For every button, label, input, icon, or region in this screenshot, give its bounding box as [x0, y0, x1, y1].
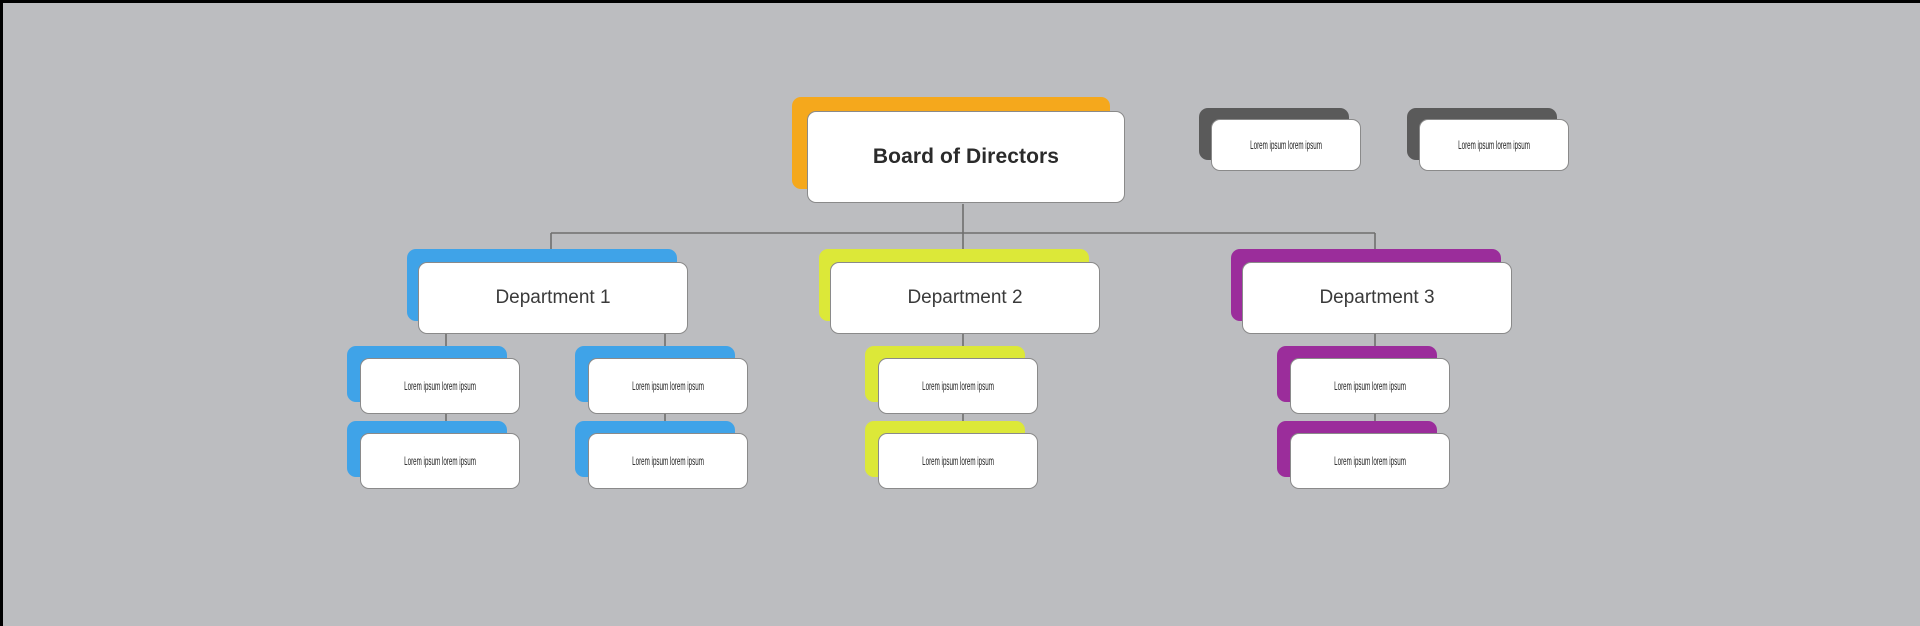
node-department-2-child-2[interactable]: Lorem ipsum lorem ipsum: [865, 421, 1038, 489]
node-card[interactable]: Department 1: [418, 262, 688, 334]
node-department-1-child-3[interactable]: Lorem ipsum lorem ipsum: [575, 346, 748, 414]
node-label: Lorem ipsum lorem ipsum: [922, 379, 994, 393]
node-floating-2[interactable]: Lorem ipsum lorem ipsum: [1407, 108, 1569, 171]
node-department-1-child-4[interactable]: Lorem ipsum lorem ipsum: [575, 421, 748, 489]
node-label: Lorem ipsum lorem ipsum: [632, 379, 704, 393]
node-card[interactable]: Lorem ipsum lorem ipsum: [1419, 119, 1569, 171]
node-label: Department 3: [1319, 287, 1435, 308]
node-card[interactable]: Lorem ipsum lorem ipsum: [878, 433, 1038, 489]
node-department-1-child-2[interactable]: Lorem ipsum lorem ipsum: [347, 421, 520, 489]
node-card[interactable]: Lorem ipsum lorem ipsum: [588, 358, 748, 414]
node-label: Lorem ipsum lorem ipsum: [1334, 454, 1406, 468]
node-card[interactable]: Lorem ipsum lorem ipsum: [1290, 358, 1450, 414]
node-department-3-child-2[interactable]: Lorem ipsum lorem ipsum: [1277, 421, 1450, 489]
node-card[interactable]: Lorem ipsum lorem ipsum: [1211, 119, 1361, 171]
node-label: Department 2: [907, 287, 1023, 308]
node-department-2[interactable]: Department 2: [819, 249, 1100, 334]
node-floating-1[interactable]: Lorem ipsum lorem ipsum: [1199, 108, 1361, 171]
node-department-3[interactable]: Department 3: [1231, 249, 1512, 334]
node-card[interactable]: Board of Directors: [807, 111, 1125, 203]
node-label: Lorem ipsum lorem ipsum: [404, 379, 476, 393]
node-board-of-directors[interactable]: Board of Directors: [792, 97, 1125, 203]
node-card[interactable]: Lorem ipsum lorem ipsum: [878, 358, 1038, 414]
node-label: Lorem ipsum lorem ipsum: [1458, 138, 1530, 152]
node-card[interactable]: Lorem ipsum lorem ipsum: [360, 433, 520, 489]
node-label: Department 1: [495, 287, 611, 308]
node-label: Lorem ipsum lorem ipsum: [632, 454, 704, 468]
node-label: Lorem ipsum lorem ipsum: [922, 454, 994, 468]
node-label: Lorem ipsum lorem ipsum: [1334, 379, 1406, 393]
node-card[interactable]: Lorem ipsum lorem ipsum: [588, 433, 748, 489]
node-label: Lorem ipsum lorem ipsum: [404, 454, 476, 468]
node-department-1[interactable]: Department 1: [407, 249, 688, 334]
node-department-2-child-1[interactable]: Lorem ipsum lorem ipsum: [865, 346, 1038, 414]
node-card[interactable]: Department 3: [1242, 262, 1512, 334]
node-card[interactable]: Lorem ipsum lorem ipsum: [1290, 433, 1450, 489]
node-label: Board of Directors: [872, 145, 1060, 168]
node-label: Lorem ipsum lorem ipsum: [1250, 138, 1322, 152]
node-department-1-child-1[interactable]: Lorem ipsum lorem ipsum: [347, 346, 520, 414]
node-card[interactable]: Lorem ipsum lorem ipsum: [360, 358, 520, 414]
node-department-3-child-1[interactable]: Lorem ipsum lorem ipsum: [1277, 346, 1450, 414]
node-card[interactable]: Department 2: [830, 262, 1100, 334]
